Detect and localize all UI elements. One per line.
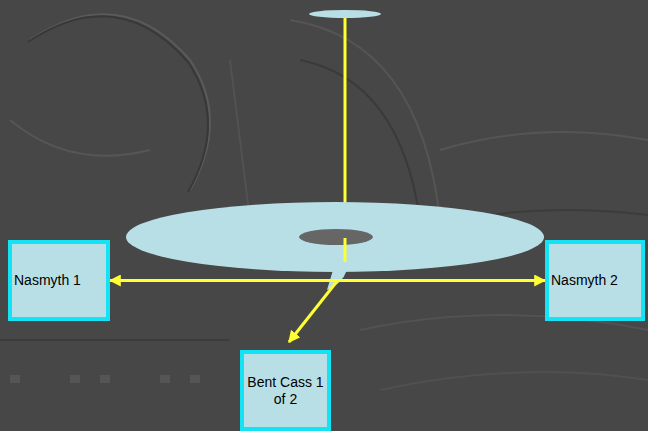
tertiary-mirror [327,248,357,290]
box-label: Nasmyth 1 [14,272,81,289]
light-path [344,238,347,262]
embossed-telescope [0,14,648,390]
embossed-windows [10,375,200,383]
instrument-box: Nasmyth 2 [545,240,645,321]
secondary-mirror [309,10,381,18]
central-hole [299,229,373,245]
box-label: Bent Cass 1 of 2 [244,374,327,408]
box-label: Nasmyth 2 [551,272,618,289]
light-path-arrow [289,280,338,342]
instrument-box: Nasmyth 1 [8,240,110,321]
instrument-box: Bent Cass 1 of 2 [240,350,331,431]
primary-mirror [126,202,544,272]
light-path-connector [110,279,545,282]
